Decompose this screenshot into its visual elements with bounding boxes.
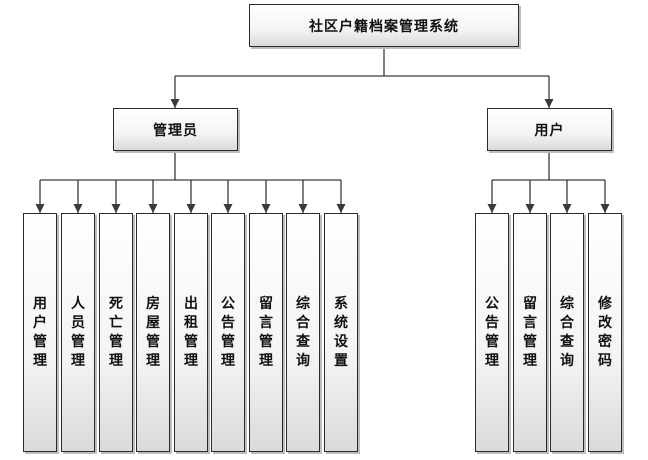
admin-leaf-node: 综合查询 [286,213,320,452]
arrowhead [170,99,180,108]
admin-leaf-label: 房屋管理 [146,295,160,369]
branch-node-user-label: 用户 [534,122,565,139]
admin-leaf-node: 用户管理 [23,213,57,452]
arrowhead [148,204,158,213]
admin-leaf-label: 人员管理 [71,295,85,369]
user-leaf-label: 综合查询 [560,295,574,369]
admin-leaf-label: 死亡管理 [109,295,123,369]
user-leaf-label: 修改密码 [598,295,612,369]
admin-leaf-label: 留言管理 [259,295,273,369]
admin-leaf-node: 出租管理 [174,213,208,452]
admin-leaf-label: 系统设置 [334,295,348,369]
user-leaf-node: 修改密码 [588,213,622,452]
admin-leaf-node: 人员管理 [61,213,95,452]
branch-node-admin: 管理员 [113,108,238,151]
user-leaf-label: 公告管理 [485,295,499,369]
arrowhead [223,204,233,213]
arrowhead [298,204,308,213]
admin-leaf-node: 系统设置 [324,213,358,452]
arrowhead [186,204,196,213]
admin-leaf-label: 公告管理 [221,295,235,369]
arrowhead [73,204,83,213]
admin-leaf-label: 综合查询 [296,295,310,369]
arrowhead [111,204,121,213]
arrowhead [261,204,271,213]
user-leaf-node: 综合查询 [550,213,584,452]
admin-leaf-node: 留言管理 [249,213,283,452]
admin-leaf-node: 公告管理 [211,213,245,452]
root-node: 社区户籍档案管理系统 [249,4,519,47]
user-leaf-node: 公告管理 [475,213,509,452]
arrowhead [336,204,346,213]
arrowhead [525,204,535,213]
branch-node-user: 用户 [487,108,612,151]
admin-leaf-label: 用户管理 [33,295,47,369]
arrowhead [600,204,610,213]
user-leaf-label: 留言管理 [523,295,537,369]
branch-node-admin-label: 管理员 [153,122,198,139]
arrowhead [487,204,497,213]
arrowhead [544,99,554,108]
root-node-label: 社区户籍档案管理系统 [309,18,459,35]
arrowhead [35,204,45,213]
arrowhead [562,204,572,213]
admin-leaf-node: 死亡管理 [99,213,133,452]
user-leaf-node: 留言管理 [513,213,547,452]
admin-leaf-label: 出租管理 [184,295,198,369]
admin-leaf-node: 房屋管理 [136,213,170,452]
